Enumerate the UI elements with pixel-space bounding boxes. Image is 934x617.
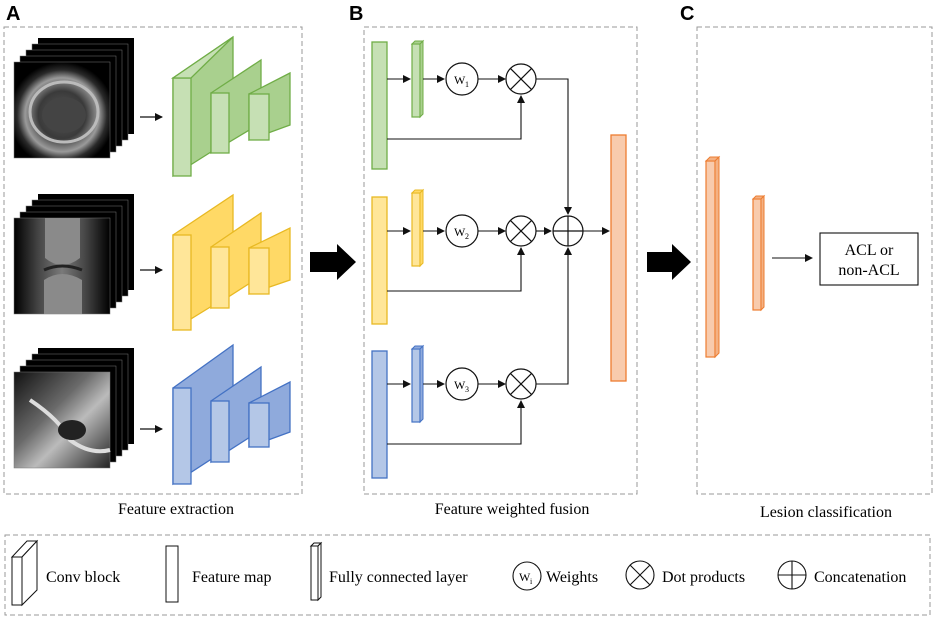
svg-text:W: W	[454, 225, 466, 239]
svg-text:3: 3	[465, 385, 469, 394]
caption-feature-weighted-fusion: Feature weighted fusion	[435, 501, 590, 518]
svg-text:W: W	[454, 378, 466, 392]
fc-layer-orange-small	[751, 194, 766, 312]
svg-text:i: i	[530, 577, 533, 586]
weight-node-1: W 1	[445, 62, 479, 96]
output-label-line1: ACL or	[845, 242, 894, 259]
legend-frame	[4, 534, 931, 616]
legend-conv-block-icon	[10, 539, 39, 607]
arrow-dot3-to-concat	[536, 247, 572, 385]
mri-stack-axial	[13, 38, 134, 159]
svg-text:1: 1	[465, 80, 469, 89]
conv-stack-yellow	[172, 193, 291, 332]
svg-text:W: W	[519, 570, 531, 584]
caption-lesion-classification: Lesion classification	[760, 504, 892, 521]
panel-letter-c: C	[680, 3, 694, 25]
legend-feature-map-icon	[165, 545, 179, 603]
legend-dot-product-icon	[625, 560, 655, 590]
panel-a-frame	[3, 26, 303, 495]
fc-layer-blue	[410, 344, 425, 424]
skip-path-2	[387, 247, 525, 292]
output-label-line2: non-ACL	[838, 262, 899, 279]
fc-layer-yellow	[410, 188, 425, 268]
legend-feature-map-label: Feature map	[192, 569, 272, 586]
dot-product-2	[505, 215, 537, 247]
legend-concatenation-icon	[777, 560, 807, 590]
legend-dot-product-label: Dot products	[662, 569, 745, 586]
fused-feature-map	[610, 134, 627, 382]
mri-stack-coronal	[13, 194, 134, 315]
fc-layer-green	[410, 39, 425, 119]
skip-path-1	[387, 95, 525, 140]
panel-c-frame	[696, 26, 933, 495]
weight-node-2: W 2	[445, 214, 479, 248]
feature-map-green	[371, 41, 388, 170]
panel-letter-b: B	[349, 3, 363, 25]
mri-stack-sagittal	[13, 348, 134, 469]
feature-map-yellow	[371, 196, 388, 325]
dot-product-3	[505, 368, 537, 400]
output-box	[819, 232, 919, 286]
legend-weights-icon: W i	[512, 561, 542, 591]
dot-product-1	[505, 63, 537, 95]
feature-map-blue	[371, 350, 388, 479]
svg-text:W: W	[454, 73, 466, 87]
panel-letter-a: A	[6, 3, 20, 25]
conv-stack-green	[170, 35, 291, 178]
fc-layer-orange-large	[704, 155, 721, 359]
concatenation-node	[552, 215, 584, 247]
big-arrow-a-to-b	[310, 244, 356, 280]
conv-stack-blue	[172, 343, 291, 486]
legend-weights-label: Weights	[546, 569, 598, 586]
caption-feature-extraction: Feature extraction	[118, 501, 234, 518]
weight-node-3: W 3	[445, 367, 479, 401]
svg-text:2: 2	[465, 232, 469, 241]
arrow-dot1-to-concat	[536, 78, 572, 215]
legend-concatenation-label: Concatenation	[814, 569, 906, 586]
legend-fc-layer-icon	[309, 541, 323, 602]
panel-b-frame	[363, 26, 638, 495]
legend-fc-layer-label: Fully connected layer	[329, 569, 468, 586]
big-arrow-b-to-c	[647, 244, 691, 280]
legend-conv-block-label: Conv block	[46, 569, 120, 586]
skip-path-3	[387, 400, 525, 445]
